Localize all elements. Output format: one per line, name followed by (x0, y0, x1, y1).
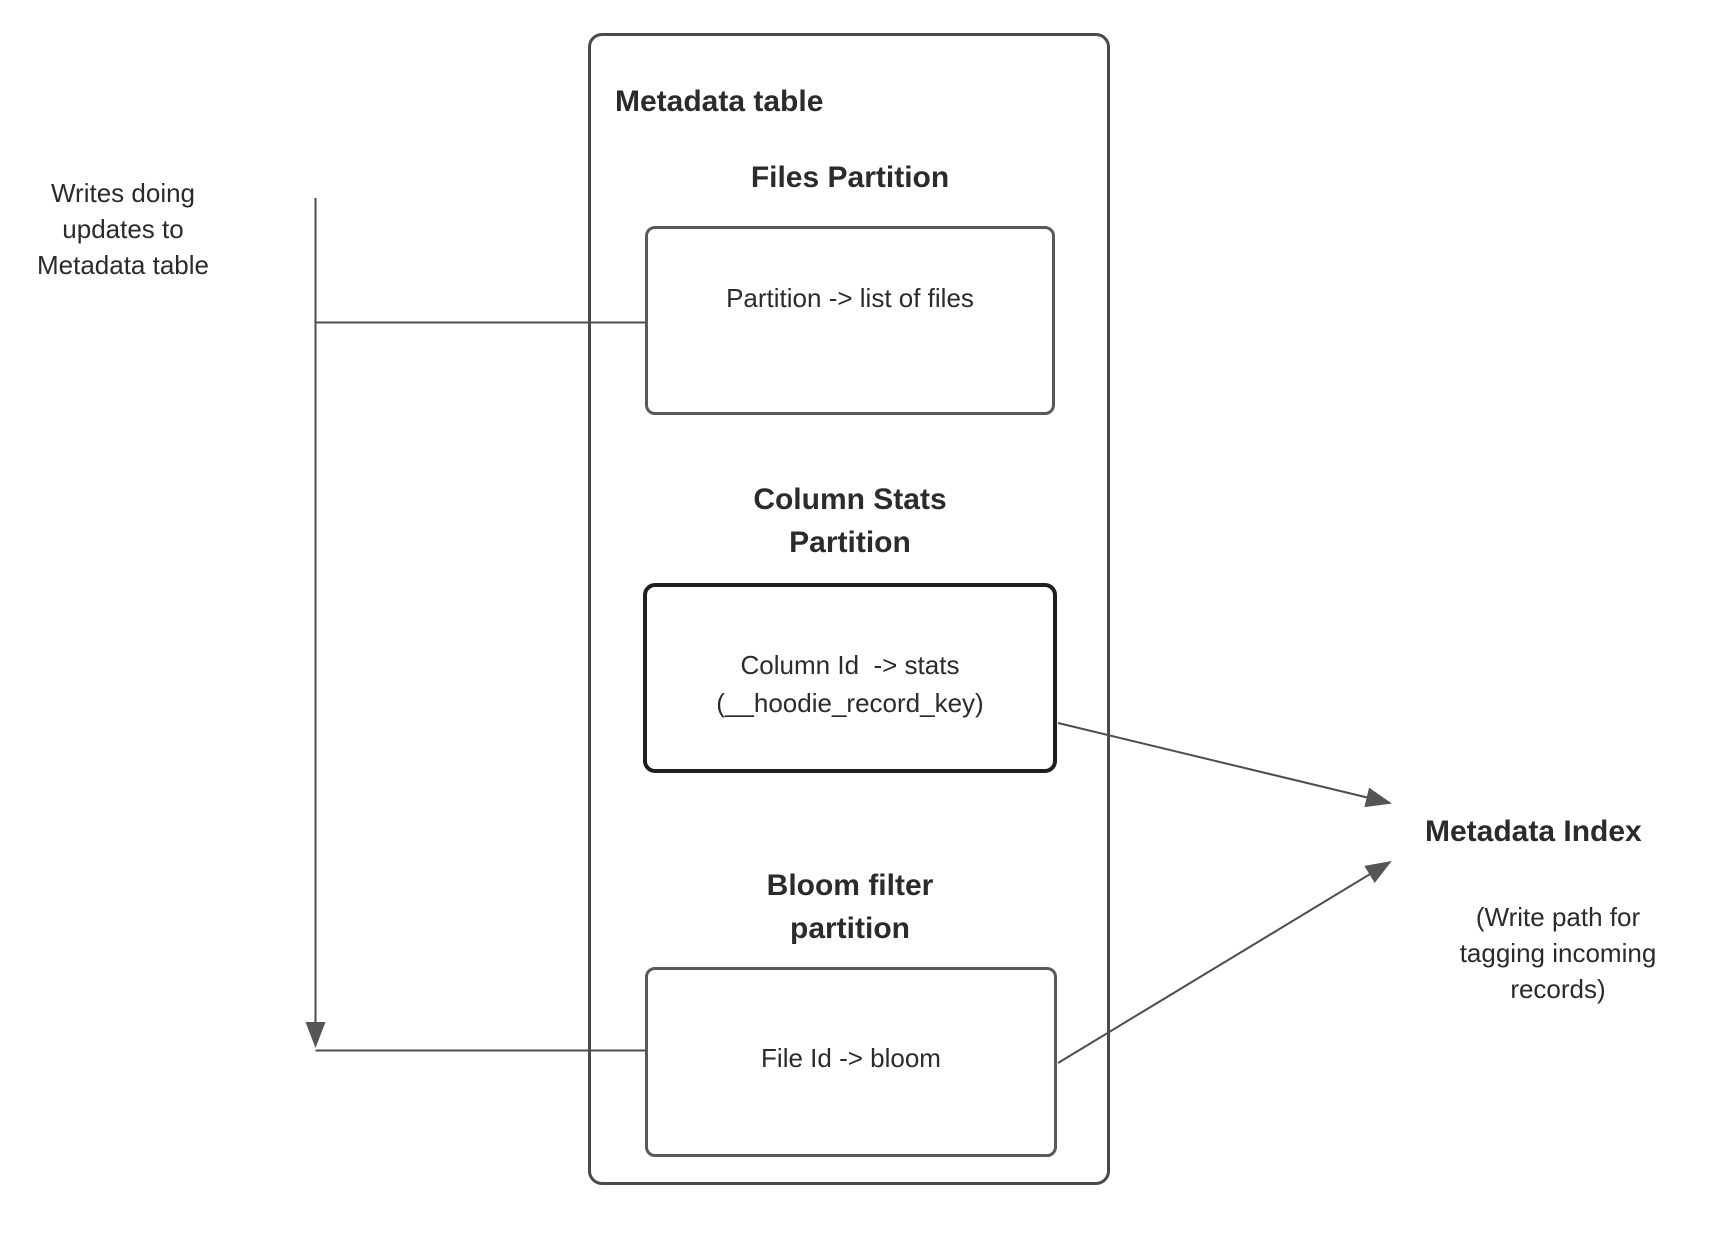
bloom-filter-partition-heading: Bloom filter partition (766, 869, 934, 945)
files-partition-mapping: Partition -> list of files (726, 283, 974, 313)
bloom-filter-partition-box (645, 967, 1057, 1157)
metadata-index-title: Metadata Index (1425, 815, 1642, 848)
writes-note: Writes doing updates to Metadata table (36, 178, 209, 280)
column-stats-partition-box (643, 583, 1057, 773)
metadata-table-title: Metadata table (615, 85, 824, 118)
metadata-index-note: (Write path for tagging incoming records… (1459, 902, 1657, 1004)
files-partition-heading: Files Partition (750, 161, 950, 194)
column-stats-partition-mapping: Column Id -> stats (__hoodie_record_key) (716, 650, 984, 718)
column-stats-partition-heading: Column Stats Partition (753, 483, 947, 559)
bloom-filter-partition-mapping: File Id -> bloom (761, 1043, 941, 1073)
files-partition-box (645, 226, 1055, 415)
